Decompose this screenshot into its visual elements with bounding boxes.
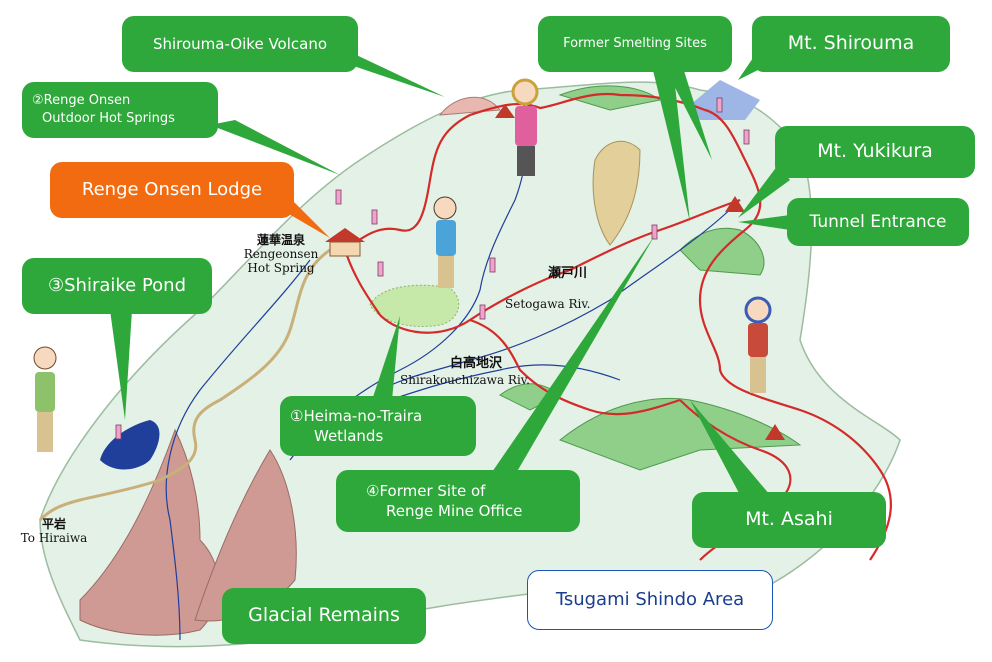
area-title-box: Tsugami Shindo Area bbox=[527, 570, 773, 630]
hiker-right bbox=[744, 296, 772, 393]
pointer-asahi bbox=[690, 400, 770, 495]
shirouma-oike-label: Shirouma-Oike Volcano bbox=[152, 34, 328, 53]
mt-shirouma-label: Mt. Shirouma bbox=[787, 32, 915, 55]
access-road bbox=[38, 248, 331, 522]
marker-6 bbox=[716, 97, 723, 113]
heima-line2: Wetlands bbox=[314, 427, 384, 445]
hut-asahi bbox=[765, 424, 785, 440]
tunnel-entrance-label: Tunnel Entrance bbox=[809, 211, 947, 232]
callout-renge-onsen-lodge: Renge Onsen Lodge bbox=[50, 162, 294, 218]
wetlands-patch bbox=[369, 284, 460, 327]
area-title: Tsugami Shindo Area bbox=[555, 588, 745, 610]
hut-volcano bbox=[495, 104, 515, 118]
callout-mt-shirouma: Mt. Shirouma bbox=[752, 16, 950, 72]
callout-mt-asahi: Mt. Asahi bbox=[692, 492, 886, 548]
marker-8 bbox=[335, 189, 342, 205]
pointer-outdoor bbox=[210, 120, 340, 175]
callout-shiraike-pond: ③Shiraike Pond bbox=[22, 258, 212, 314]
hiker-left bbox=[33, 346, 57, 452]
renge-romaji-2: Hot Spring bbox=[247, 260, 315, 275]
river-west bbox=[165, 259, 311, 641]
trail-main bbox=[344, 92, 892, 561]
callout-former-smelting-sites: Former Smelting Sites bbox=[538, 16, 732, 72]
trail-loop-lodge bbox=[343, 198, 741, 334]
marker-4 bbox=[479, 304, 486, 320]
rock-face bbox=[592, 140, 641, 246]
river-lower bbox=[389, 364, 621, 401]
shirakouchi-romaji-label: Shirakouchizawa Riv. bbox=[400, 373, 530, 387]
callout-shirouma-oike-volcano: Shirouma-Oike Volcano bbox=[122, 16, 358, 72]
renge-onsen-map-label: 蓮華温泉 Rengeonsen Hot Spring bbox=[228, 233, 334, 275]
renge-lodge-building bbox=[325, 228, 365, 257]
mine-office-line2: Renge Mine Office bbox=[386, 502, 523, 520]
pointer-smelting bbox=[650, 58, 690, 222]
renge-outdoor-line1: ②Renge Onsen bbox=[32, 93, 131, 109]
marker-7 bbox=[743, 129, 750, 145]
pointer-wetlands bbox=[372, 316, 400, 400]
renge-romaji-1: Rengeonsen bbox=[243, 246, 319, 261]
callout-former-mine-office: ④Former Site of Renge Mine Office bbox=[336, 470, 580, 532]
renge-outdoor-line2: Outdoor Hot Springs bbox=[42, 111, 175, 126]
mt-asahi-label: Mt. Asahi bbox=[745, 508, 833, 531]
marker-3 bbox=[489, 257, 496, 273]
marker-5 bbox=[651, 224, 658, 240]
callout-mt-yukikura: Mt. Yukikura bbox=[775, 126, 975, 178]
hiraiwa-map-label: 平岩 To Hiraiwa bbox=[12, 517, 96, 546]
mine-office-line1: ④Former Site of bbox=[366, 481, 486, 500]
marker-1 bbox=[371, 209, 378, 225]
cliff-left bbox=[79, 428, 220, 636]
setogawa-romaji-label: Setogawa Riv. bbox=[505, 297, 591, 311]
hiraiwa-romaji: To Hiraiwa bbox=[20, 530, 88, 545]
heima-line1: ①Heima-no-Traira bbox=[290, 406, 423, 425]
pointer-oike bbox=[330, 52, 445, 97]
mt-asahi-slope bbox=[559, 397, 802, 471]
callout-glacial-remains: Glacial Remains bbox=[222, 588, 426, 644]
shiraike-pond-label: ③Shiraike Pond bbox=[47, 274, 187, 296]
renge-kanji: 蓮華温泉 bbox=[256, 233, 305, 247]
former-smelting-label: Former Smelting Sites bbox=[563, 36, 707, 52]
pointer-mine-office bbox=[490, 235, 655, 475]
marker-9 bbox=[115, 424, 122, 440]
shirakouchi-kanji-label: 白高地沢 bbox=[450, 356, 503, 371]
pointer-tunnel bbox=[738, 215, 790, 230]
callout-heima-wetlands: ①Heima-no-Traira Wetlands bbox=[280, 396, 476, 456]
glacial-remains-label: Glacial Remains bbox=[248, 604, 400, 627]
marker-2 bbox=[377, 261, 384, 277]
green-ridge-top bbox=[558, 85, 662, 111]
callout-tunnel-entrance: Tunnel Entrance bbox=[787, 198, 969, 246]
callout-renge-onsen-outdoor: ②Renge Onsen Outdoor Hot Springs bbox=[22, 82, 218, 138]
hiker-center bbox=[433, 196, 457, 288]
mt-yukikura-label: Mt. Yukikura bbox=[817, 140, 933, 163]
shiraike-pond bbox=[100, 420, 160, 470]
mt-shirouma-peak bbox=[690, 80, 760, 120]
pointer-shiraike bbox=[110, 310, 132, 420]
pointer-yukikura bbox=[738, 165, 790, 218]
renge-lodge-label: Renge Onsen Lodge bbox=[81, 178, 263, 200]
hiker-blonde bbox=[511, 78, 539, 176]
hiraiwa-kanji: 平岩 bbox=[41, 517, 66, 531]
setogawa-kanji-label: 瀬戸川 bbox=[548, 266, 588, 281]
hut-tunnel bbox=[725, 196, 745, 212]
river-shirakouchizawa bbox=[379, 199, 741, 391]
pointer-smelting-2 bbox=[660, 58, 712, 160]
